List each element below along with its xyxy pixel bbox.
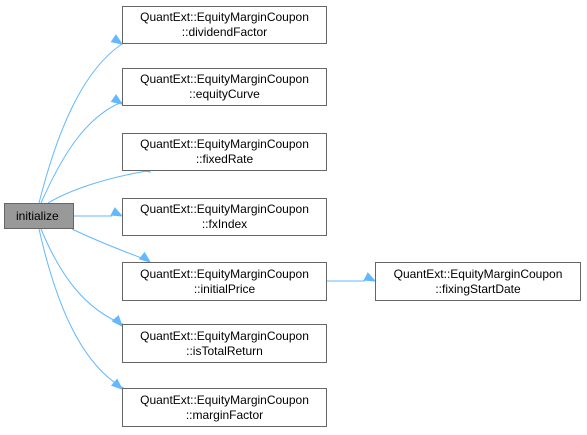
edge-root-to-dividendFactor <box>38 34 126 204</box>
arrowhead <box>110 207 124 217</box>
arrowhead <box>110 378 124 390</box>
node-label-line1: QuantExt::EquityMarginCoupon <box>140 72 309 86</box>
node-label-line2: ::fixedRate <box>195 152 254 166</box>
node-dividend-factor[interactable]: QuantExt::EquityMarginCoupon ::dividendF… <box>122 6 327 44</box>
node-label-line1: QuantExt::EquityMarginCoupon <box>140 392 309 407</box>
edge-root-to-initialPrice <box>71 228 152 263</box>
node-label-line2: ::dividendFactor <box>181 25 268 39</box>
node-initialize[interactable]: initialize <box>4 203 74 229</box>
node-label-line1: QuantExt::EquityMarginCoupon <box>140 328 309 343</box>
node-label-line1: QuantExt::EquityMarginCoupon <box>393 266 563 281</box>
arrowhead <box>138 251 152 263</box>
node-label-line2: ::fixingStartDate <box>435 281 521 296</box>
node-is-total-return[interactable]: QuantExt::EquityMarginCoupon ::isTotalRe… <box>122 324 327 363</box>
edge-initialPrice-to-fixingStartDate <box>327 272 377 282</box>
node-label-line1: QuantExt::EquityMarginCoupon <box>140 266 309 281</box>
node-label-line2: ::marginFactor <box>185 407 264 422</box>
edge-root-to-fxIndex <box>74 207 124 217</box>
edge-root-to-isTotalReturn <box>40 228 126 328</box>
node-label: initialize <box>16 208 59 223</box>
node-equity-curve[interactable]: QuantExt::EquityMarginCoupon ::equityCur… <box>122 68 327 106</box>
node-label-line2: ::isTotalReturn <box>186 343 263 358</box>
node-label-line1: QuantExt::EquityMarginCoupon <box>140 10 309 24</box>
edge-root-to-equityCurve <box>40 94 126 204</box>
node-label-line2: ::fxIndex <box>201 217 248 231</box>
arrowhead <box>110 94 124 105</box>
node-margin-factor[interactable]: QuantExt::EquityMarginCoupon ::marginFac… <box>122 388 327 427</box>
node-fx-index[interactable]: QuantExt::EquityMarginCoupon ::fxIndex <box>122 198 327 236</box>
arrowhead <box>111 314 123 328</box>
node-fixed-rate[interactable]: QuantExt::EquityMarginCoupon ::fixedRate <box>122 133 327 171</box>
edge-root-to-marginFactor <box>38 228 126 390</box>
node-label-line1: QuantExt::EquityMarginCoupon <box>140 137 309 151</box>
arrowhead <box>110 34 124 45</box>
node-fixing-start-date[interactable]: QuantExt::EquityMarginCoupon ::fixingSta… <box>375 262 581 301</box>
node-label-line2: ::initialPrice <box>193 281 256 296</box>
arrowhead <box>363 272 377 282</box>
node-label-line2: ::equityCurve <box>189 87 260 101</box>
node-label-line1: QuantExt::EquityMarginCoupon <box>140 202 309 216</box>
node-initial-price[interactable]: QuantExt::EquityMarginCoupon ::initialPr… <box>122 262 327 301</box>
